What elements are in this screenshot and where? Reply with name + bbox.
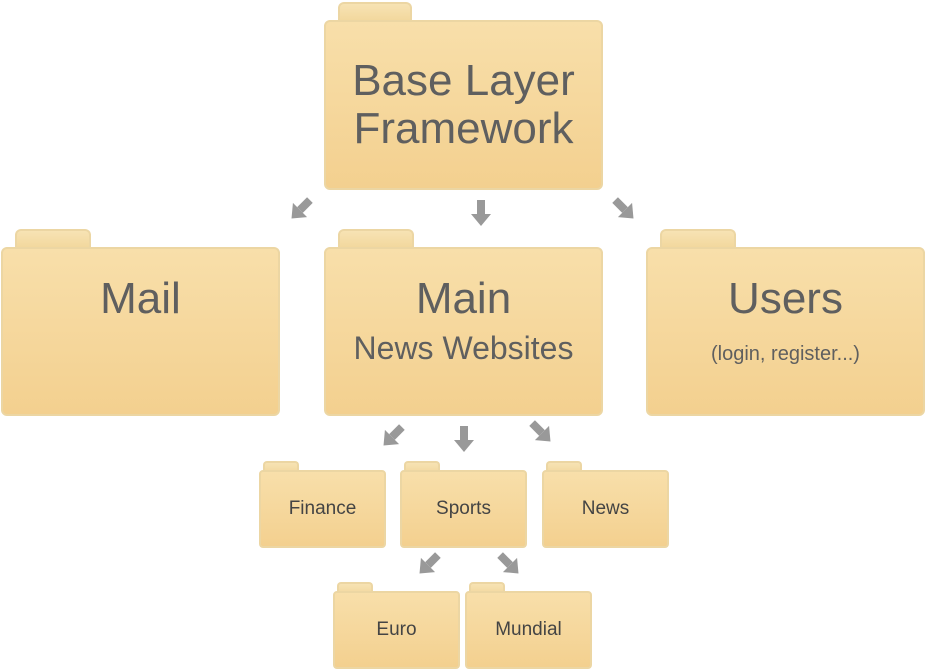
folder-mail: Mail (1, 229, 280, 416)
folder-tab (15, 229, 91, 251)
folder-title: News (581, 498, 630, 519)
folder-title: Users (728, 274, 843, 323)
folder-title-line2: Framework (353, 104, 574, 153)
folder-sports: Sports (400, 461, 527, 548)
folder-mundial: Mundial (465, 582, 592, 669)
folder-title: Finance (288, 498, 357, 519)
folder-title: Base Layer (352, 56, 575, 105)
folder-title: Mail (100, 274, 181, 323)
folder-title: Euro (376, 619, 417, 640)
arrow-main-to-news (525, 416, 558, 449)
folder-main: Main News Websites (324, 229, 603, 416)
arrow-base-to-mail (284, 193, 317, 226)
folder-tab (338, 229, 414, 251)
folder-base-layer-framework: Base Layer Framework (324, 2, 603, 190)
folder-subtitle: (login, register...) (711, 343, 860, 365)
arrow-sports-to-mundial (493, 548, 526, 581)
folder-news: News (542, 461, 669, 548)
folder-subtitle: News Websites (353, 330, 574, 366)
folder-euro: Euro (333, 582, 460, 669)
arrow-main-to-finance (376, 420, 409, 453)
folder-tab (660, 229, 736, 251)
arrow-base-to-users (608, 193, 641, 226)
folder-title: Sports (436, 498, 491, 519)
arrow-main-to-sports (454, 426, 474, 452)
arrow-sports-to-euro (412, 548, 445, 581)
folder-finance: Finance (259, 461, 386, 548)
folder-title: Main (415, 274, 512, 323)
folder-tab (338, 2, 412, 24)
folder-title: Mundial (495, 619, 562, 640)
arrow-base-to-main (471, 200, 491, 226)
folder-users: Users (login, register...) (646, 229, 925, 416)
